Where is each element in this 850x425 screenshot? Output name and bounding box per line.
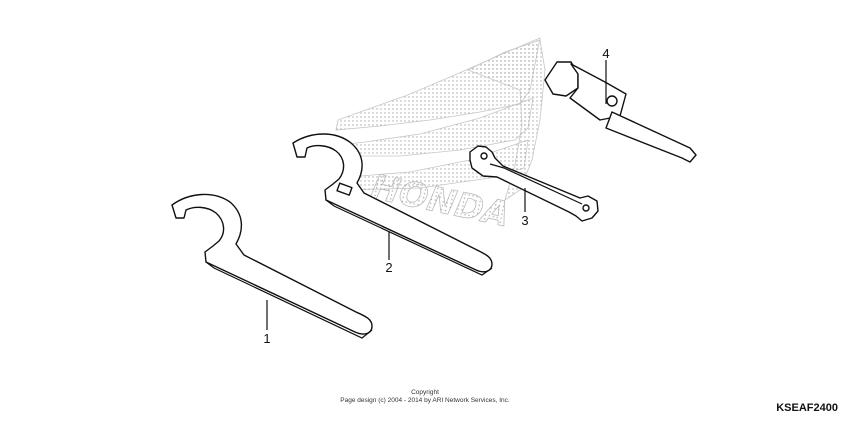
- part-3-end-b: [582, 204, 590, 212]
- part-3-end-a: [480, 152, 488, 160]
- copyright-text: Page design (c) 2004 - 2014 by ARI Netwo…: [340, 397, 510, 404]
- part-label-4: 4: [602, 46, 609, 61]
- diagram-code: KSEAF2400: [776, 402, 838, 414]
- part-label-1: 1: [263, 331, 270, 346]
- part-4-socket-wrench: [544, 61, 697, 163]
- part-2-hook-wrench: [292, 133, 493, 276]
- part-1-hook-wrench: [171, 193, 373, 339]
- part-2-marking: [336, 182, 353, 196]
- part-label-2: 2: [385, 260, 392, 275]
- part-3-spanner: [469, 145, 599, 222]
- part-label-3: 3: [521, 213, 528, 228]
- copyright-title: Copyright: [411, 389, 439, 396]
- leader-lines: [266, 60, 607, 330]
- part-4-hole: [606, 95, 618, 107]
